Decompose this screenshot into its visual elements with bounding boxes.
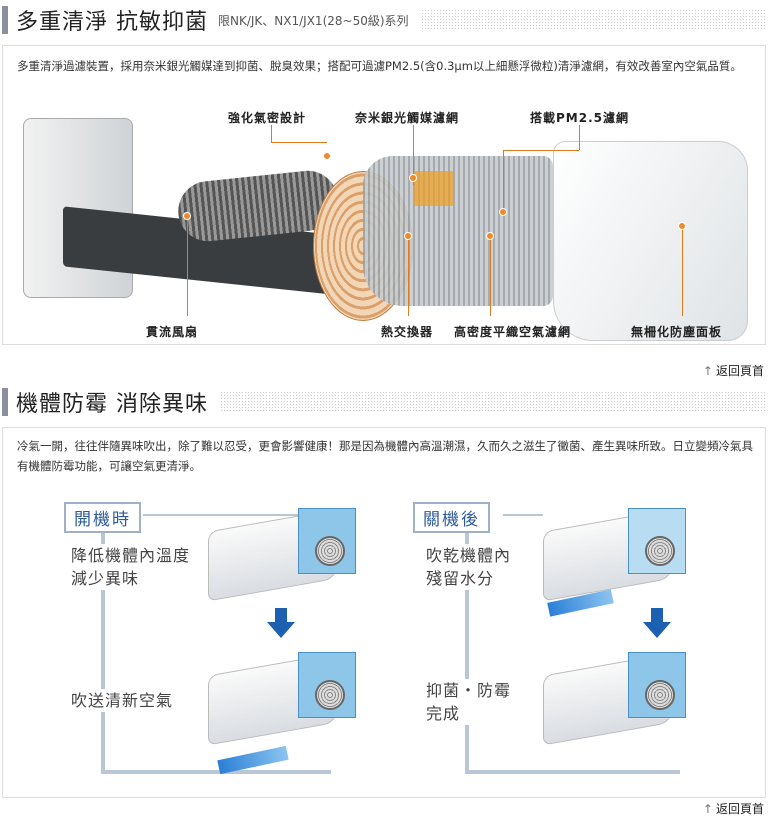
callout-airtight: 強化氣密設計 [228,111,307,125]
header-dots [420,9,766,31]
section-description: 冷氣一開，往往伴隨異味吹出，除了難以忍受，更會影響健康！那是因為機體內高溫潮濕，… [17,439,753,473]
header-bar [2,388,8,416]
callout-heat-exchanger: 熱交換器 [381,325,434,339]
up-arrow-icon: ↑ [702,364,713,378]
header-dots [220,391,766,413]
section-header-filtration: 多重清淨 抗敏抑菌 限NK/JK、NX1/JX1(28~50級)系列 [2,5,766,35]
callout-pm25: 搭載PM2.5濾網 [530,111,629,125]
filtration-box: 多重清淨過濾裝置，採用奈米銀光觸媒達到抑菌、脫臭效果；搭配可過濾PM2.5(含0… [2,45,766,345]
right-step2-text: 抑菌・防霉完成 [426,679,512,725]
front-panel [553,141,748,341]
callout-front-panel: 無柵化防塵面板 [631,325,723,339]
heat-exchanger-filter [363,156,553,306]
left-step2-text: 吹送清新空氣 [71,689,174,712]
callout-nano-silver: 奈米銀光觸媒濾網 [355,111,460,125]
cycle-frame-left [101,514,331,774]
tag-power-off: 關機後 [413,502,490,533]
tag-power-on: 開機時 [64,502,141,533]
right-step1-text: 吹乾機體內殘留水分 [426,544,512,590]
section-header-anti-mold: 機體防霉 消除異味 [2,387,766,417]
back-to-top-link-1[interactable]: ↑返回頁首 [702,364,764,378]
fan-icon [315,680,345,710]
up-arrow-icon: ↑ [702,802,713,816]
fan-icon [315,536,345,566]
section-title: 機體防霉 消除異味 [16,392,208,417]
callout-air-filter: 高密度平織空氣濾網 [454,325,572,339]
section-title: 多重清淨 抗敏抑菌 [16,10,208,35]
fan-icon [645,536,675,566]
back-to-top-link-2[interactable]: ↑返回頁首 [702,802,764,816]
nano-silver-filter [413,171,453,206]
section-description: 多重清淨過濾裝置，採用奈米銀光觸媒達到抑菌、脫臭效果；搭配可過濾PM2.5(含0… [17,59,742,73]
cycle-frame-right [465,514,680,774]
left-step1-text: 降低機體內溫度減少異味 [71,544,191,590]
down-arrow-icon [267,622,295,638]
fan-icon [645,680,675,710]
anti-mold-box: 冷氣一開，往往伴隨異味吹出，除了難以忍受，更會影響健康！那是因為機體內高溫潮濕，… [2,427,766,798]
down-arrow-icon [643,622,671,638]
callout-fan: 貫流風扇 [146,325,199,339]
header-bar [2,6,8,34]
section-subtitle: 限NK/JK、NX1/JX1(28~50級)系列 [218,13,409,28]
